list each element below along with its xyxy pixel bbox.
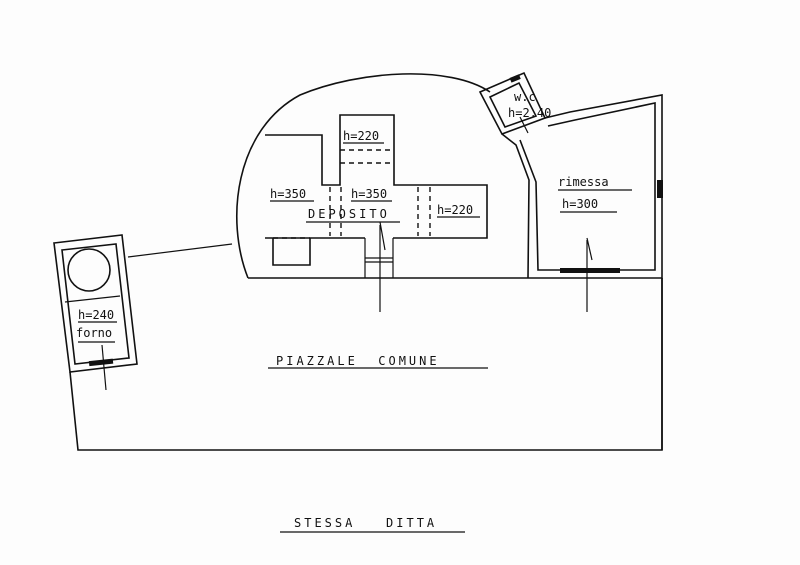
- oven-circle: [67, 248, 111, 292]
- wc-height: h=2.40: [508, 106, 551, 120]
- deposito-label: DEPOSITO: [308, 207, 390, 221]
- deposito-building: [265, 114, 488, 312]
- wc-label: w.c: [514, 90, 536, 104]
- forno-door: [88, 358, 114, 367]
- forno-building: [53, 234, 138, 391]
- boundary-line: [127, 243, 233, 258]
- forno-height: h=240: [78, 308, 114, 322]
- forno-label: forno: [76, 326, 112, 340]
- rimessa-building: [501, 94, 663, 312]
- piazzale-comune-label: PIAZZALE COMUNE: [276, 354, 440, 368]
- deposito-height-left: h=350: [270, 187, 306, 201]
- rimessa-label: rimessa: [558, 175, 609, 189]
- deposito-height-right: h=220: [437, 203, 473, 217]
- stessa-ditta-label: STESSA DITTA: [294, 516, 437, 530]
- deposito-enclosure: [235, 73, 530, 279]
- rimessa-height: h=300: [562, 197, 598, 211]
- deposito-height-top: h=220: [343, 129, 379, 143]
- deposito-height-center: h=350: [351, 187, 387, 201]
